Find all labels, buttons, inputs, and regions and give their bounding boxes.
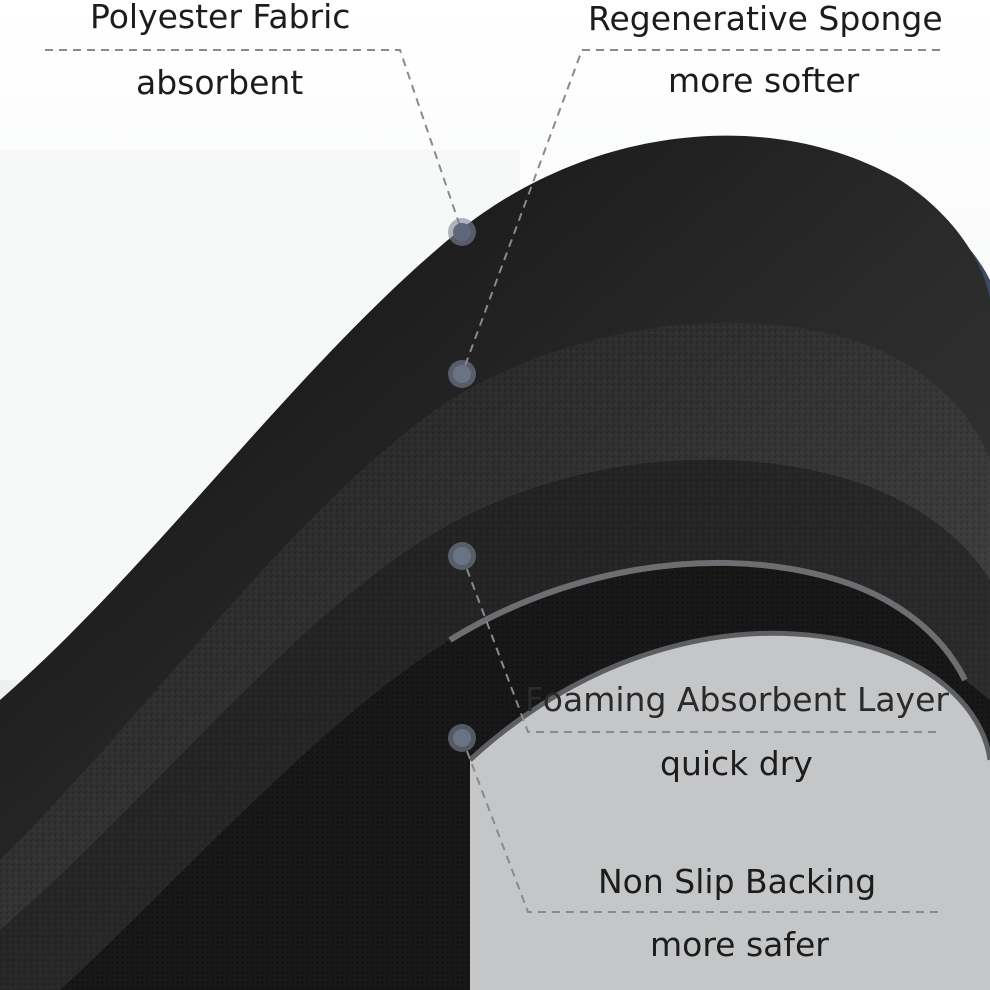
regenerative-sponge-title: Regenerative Sponge [588,0,943,38]
non-slip-backing-subtitle: more safer [650,925,829,964]
marker-dot-sponge-core [453,365,471,383]
leader-line-sponge [461,49,940,375]
leader-lines [45,49,940,913]
backing-edge [448,559,968,682]
polyester-fabric-title: Polyester Fabric [90,0,351,36]
polyester-fabric-subtitle: absorbent [136,63,304,102]
marker-dots [448,218,476,752]
leader-line-foam [461,555,940,733]
leader-line-backing [461,737,940,913]
foaming-absorbent-layer-subtitle: quick dry [660,744,813,783]
foaming-absorbent-layer-title: Foaming Absorbent Layer [525,680,949,719]
marker-dot-fabric-core [453,223,471,241]
backing-curl-edge [468,630,990,762]
marker-dot-foam-core [453,547,471,565]
non-slip-backing-title: Non Slip Backing [598,862,877,901]
marker-dot-backing-core [453,729,471,747]
floor-shadow [470,633,990,990]
leader-line-fabric [45,49,463,233]
regenerative-sponge-subtitle: more softer [668,61,860,100]
